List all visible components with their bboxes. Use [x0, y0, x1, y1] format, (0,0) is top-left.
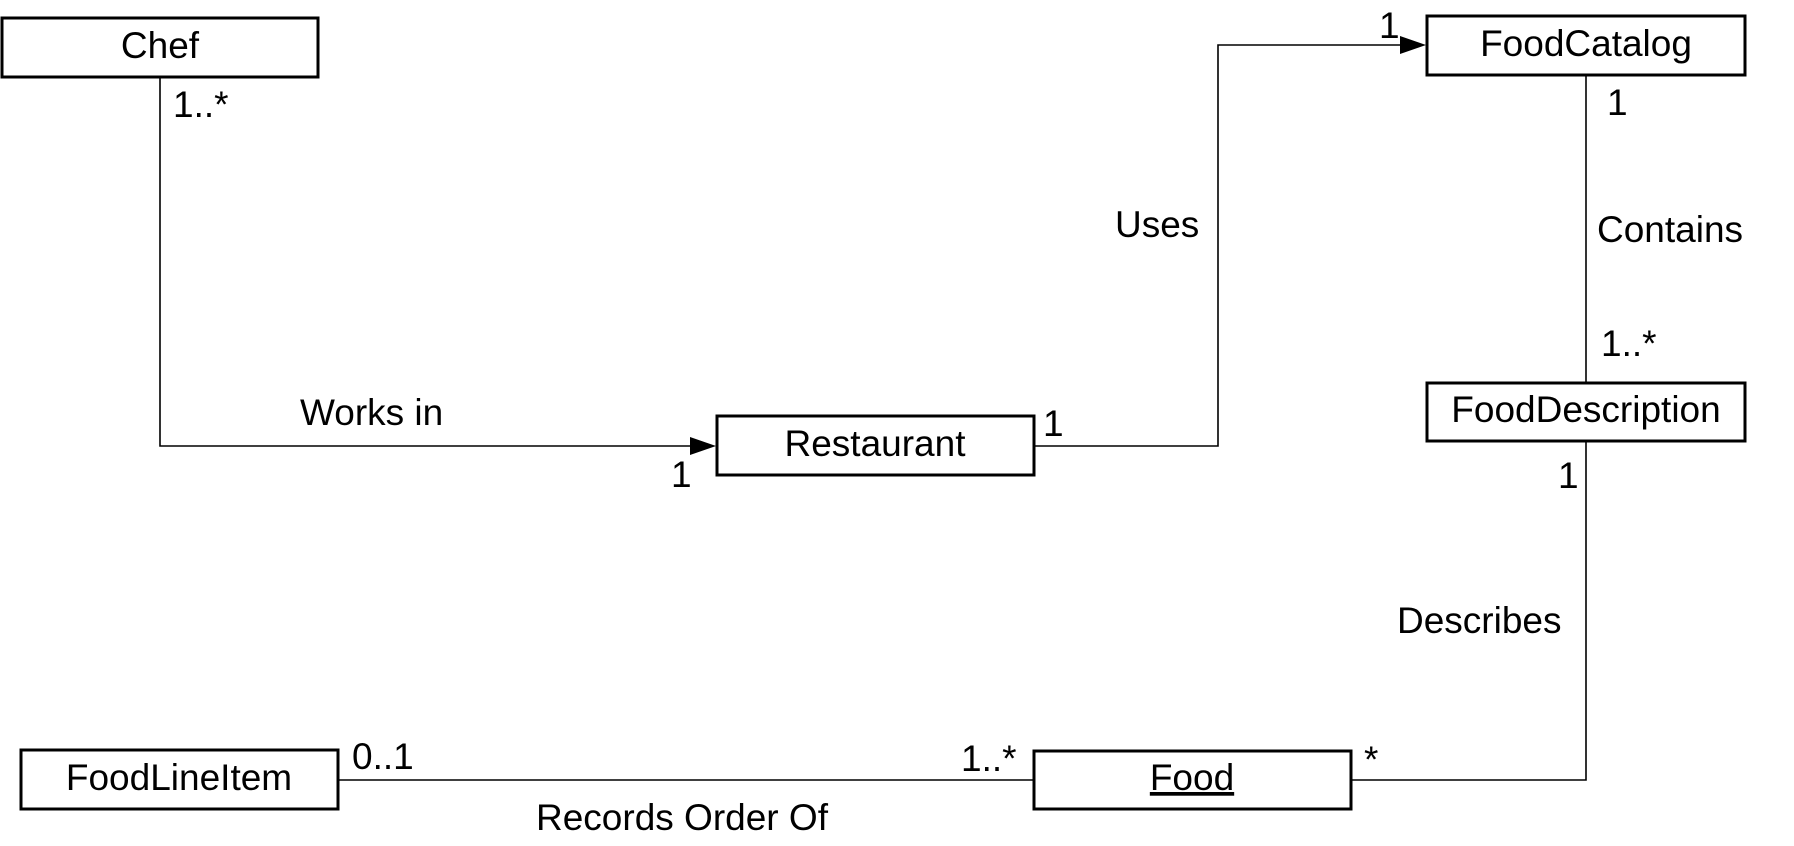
- records-order-of-label: Records Order Of: [536, 797, 829, 838]
- uses-restaurant-multiplicity: 1: [1043, 403, 1064, 444]
- class-food-line-item-box: [19, 748, 340, 811]
- describes-food-description-multiplicity: 1: [1558, 455, 1579, 496]
- records-order-of-food-multiplicity: 1..*: [961, 738, 1017, 779]
- works-in-chef-multiplicity: 1..*: [173, 84, 229, 125]
- class-food-name: Food: [1150, 757, 1234, 798]
- class-restaurant[interactable]: Restaurant: [715, 414, 1036, 477]
- works-in-line[interactable]: [159, 77, 690, 447]
- class-chef[interactable]: Chef: [0, 16, 320, 79]
- associations: [159, 36, 1587, 781]
- association-labels: Works in Uses Contains Describes Records…: [300, 204, 1743, 838]
- records-order-of-food-line-item-multiplicity: 0..1: [352, 736, 414, 777]
- describes-line[interactable]: [1351, 441, 1587, 781]
- class-food-catalog-name: FoodCatalog: [1480, 23, 1692, 64]
- class-food-catalog-box: [1425, 14, 1747, 77]
- works-in-restaurant-multiplicity: 1: [671, 454, 692, 495]
- class-food-line-item-name: FoodLineItem: [66, 757, 292, 798]
- class-food-description[interactable]: FoodDescription: [1425, 381, 1747, 443]
- describes-food-multiplicity: *: [1364, 739, 1378, 780]
- class-chef-name: Chef: [121, 25, 200, 66]
- class-food-description-name: FoodDescription: [1451, 389, 1720, 430]
- multiplicities: 1..* 1 1 1 1 1..* 1 * 0..1 1..*: [173, 5, 1657, 780]
- class-food-catalog[interactable]: FoodCatalog: [1425, 14, 1747, 77]
- describes-label: Describes: [1397, 600, 1562, 641]
- contains-food-catalog-multiplicity: 1: [1607, 82, 1628, 123]
- contains-food-description-multiplicity: 1..*: [1601, 323, 1657, 364]
- class-food-description-box: [1425, 381, 1747, 443]
- class-chef-box: [0, 16, 320, 79]
- class-food-box: [1032, 749, 1353, 811]
- class-food-line-item[interactable]: FoodLineItem: [19, 748, 340, 811]
- uses-arrowhead: [1400, 36, 1426, 54]
- uses-food-catalog-multiplicity: 1: [1379, 5, 1400, 46]
- class-food[interactable]: Food: [1032, 749, 1353, 811]
- contains-label: Contains: [1597, 209, 1743, 250]
- class-restaurant-box: [715, 414, 1036, 477]
- uses-line[interactable]: [1035, 44, 1400, 447]
- works-in-label: Works in: [300, 392, 443, 433]
- class-restaurant-name: Restaurant: [785, 423, 967, 464]
- uses-label: Uses: [1115, 204, 1199, 245]
- works-in-arrowhead: [690, 437, 716, 455]
